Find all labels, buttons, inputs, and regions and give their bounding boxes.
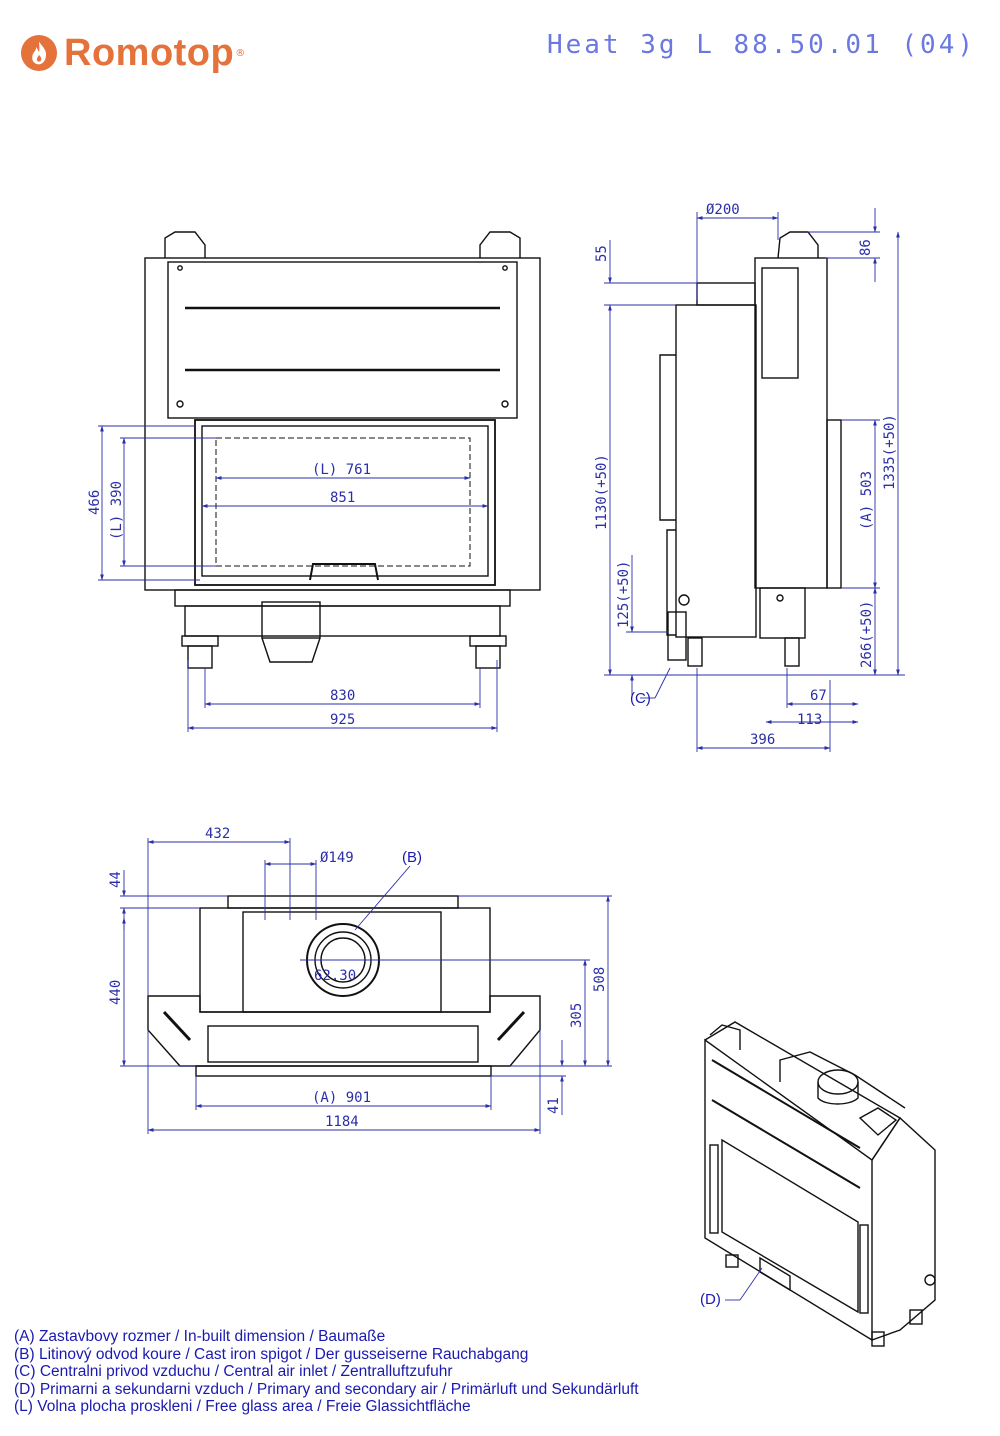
top-back-offset-label: 41	[546, 1097, 562, 1114]
callout-c: (C)	[630, 690, 651, 707]
flame-logo-icon	[20, 34, 58, 72]
model-number: Heat 3g L 88.50.01 (04)	[546, 30, 976, 60]
legend-item-c: (C) Centralni privod vzduchu / Central a…	[14, 1363, 453, 1380]
side-base-height-label: 266(+50)	[859, 601, 875, 668]
side-flue-height-label: 1130(+50)	[594, 454, 610, 530]
legend: (A) Zastavbovy rozmer / In-built dimensi…	[14, 1328, 639, 1416]
top-spigot-depth-label: 305	[569, 1003, 585, 1028]
top-inbuilt-width-label: (A) 901	[312, 1090, 371, 1106]
callout-d: (D)	[700, 1291, 721, 1308]
top-depth-label: 440	[108, 980, 124, 1005]
side-total-height-label: 1335(+50)	[882, 414, 898, 490]
legend-item-l: (L) Volna plocha proskleni / Free glass …	[14, 1398, 471, 1415]
side-view-dimensions	[604, 208, 905, 752]
side-depth-2-label: 113	[797, 712, 822, 728]
top-spigot-inner-label: 62.30	[314, 968, 356, 984]
side-depth-1-label: 67	[810, 688, 827, 704]
top-view	[147, 895, 541, 1077]
top-flue-offset-label: 432	[205, 826, 230, 842]
top-total-depth-label: 508	[592, 967, 608, 992]
callout-b: (B)	[402, 849, 422, 866]
top-front-offset-label: 44	[108, 871, 124, 888]
front-glass-height-label: (L) 390	[109, 481, 125, 540]
side-inbuilt-height-label: (A) 503	[859, 471, 875, 530]
top-view-dimensions	[120, 838, 612, 1134]
brand-logo: Romotop ®	[20, 30, 245, 76]
front-view-dimensions	[98, 425, 498, 732]
front-glass-width-label: (L) 761	[312, 462, 371, 478]
front-opening-height-label: 466	[87, 490, 103, 515]
front-opening-width-label: 851	[330, 490, 355, 506]
legend-item-a: (A) Zastavbovy rozmer / In-built dimensi…	[14, 1328, 386, 1345]
legend-item-d: (D) Primarni a sekundarni vzduch / Prima…	[14, 1380, 639, 1398]
top-flue-diameter-label: Ø149	[320, 850, 354, 866]
front-legs-width-label: 830	[330, 688, 355, 704]
brand-registered-mark: ®	[235, 47, 246, 59]
side-depth-total-label: 396	[750, 732, 775, 748]
front-view	[144, 231, 541, 669]
side-flue-diameter-label: Ø200	[706, 202, 740, 218]
brand-name: Romotop	[64, 31, 235, 74]
front-body-width-label: 925	[330, 712, 355, 728]
top-total-width-label: 1184	[325, 1114, 359, 1130]
isometric-view	[704, 1021, 936, 1347]
isometric-callout-line	[725, 1267, 763, 1301]
side-view	[659, 231, 842, 667]
side-air-inlet-height-label: 125(+50)	[616, 561, 632, 628]
legend-item-b: (B) Litinový odvod koure / Cast iron spi…	[14, 1345, 529, 1363]
header: Romotop ® Heat 3g L 88.50.01 (04)	[0, 0, 1000, 90]
side-top-offset-label: 86	[858, 239, 874, 256]
side-spigot-offset-label: 55	[594, 245, 610, 262]
